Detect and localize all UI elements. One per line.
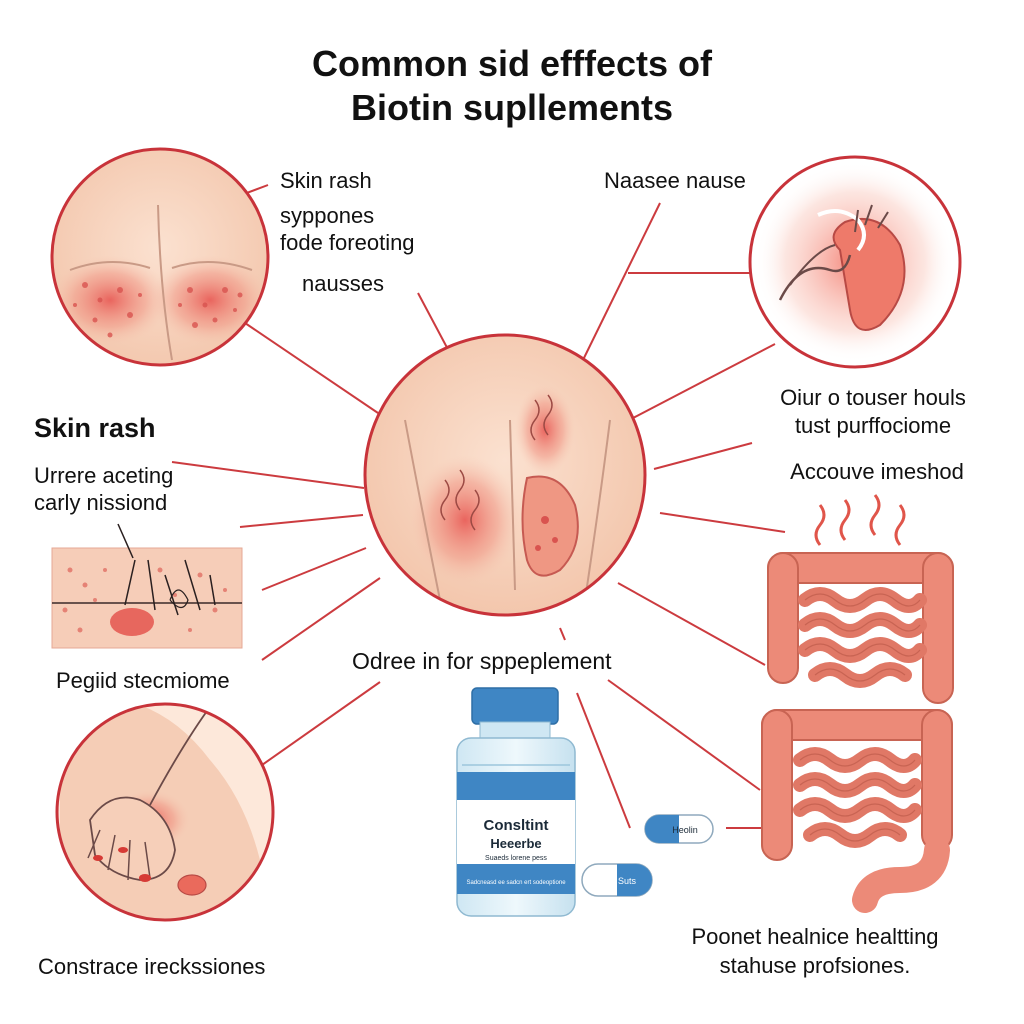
stomach-nausea-illustration bbox=[748, 155, 962, 369]
label-odree-in-for: Odree in for sppeplement bbox=[352, 648, 612, 674]
capsule-pill-2: Suts bbox=[581, 863, 653, 897]
label-skin-rash-top: Skin rash bbox=[280, 168, 372, 193]
label-accouve-imeshod: Accouve imeshod bbox=[790, 459, 964, 484]
label-tust-purffocaiome: tust purffociome bbox=[794, 413, 952, 438]
capsule-pill-1: Heolin bbox=[644, 814, 714, 844]
intestines-illustration bbox=[761, 494, 954, 913]
label-carly-nissiond: carly nissiond bbox=[34, 490, 168, 515]
label-skin-rash-left: Skin rash bbox=[34, 413, 156, 443]
label-poonet-line2: stahuse profsiones. bbox=[719, 953, 911, 978]
title-line-2: Biotin supllements bbox=[350, 87, 674, 128]
bottle-label-line2: Heeerbe bbox=[490, 836, 541, 851]
bottle-label-fine-print: Sadcneasd ee sadcn ert sodeoptione bbox=[466, 880, 566, 886]
bottle-label-line1: Consltint bbox=[484, 817, 549, 834]
label-oiur-touser: Oiur o touser houls bbox=[780, 385, 966, 410]
hand-rash-illustration bbox=[55, 702, 275, 922]
label-constrace: Constrace ireckssiones bbox=[38, 954, 266, 979]
label-naasee-nause: Naasee nause bbox=[604, 168, 746, 193]
label-fode-foreoting: fode foreoting bbox=[280, 230, 415, 255]
capsule-pill-2-label: Suts bbox=[618, 876, 637, 886]
connector-lines bbox=[171, 184, 786, 829]
supplement-bottle: Consltint Heeerbe Suaeds lorene pess Sad… bbox=[456, 687, 576, 917]
label-pegiid-stecmiome: Pegiid stecmiome bbox=[56, 668, 230, 693]
label-sypponies: syppones bbox=[280, 203, 375, 228]
label-poonet-line1: Poonet healnice healtting bbox=[691, 924, 939, 949]
bottle-label-line3: Suaeds lorene pess bbox=[485, 855, 547, 862]
label-urrere-aceting: Urrere aceting bbox=[34, 463, 174, 488]
label-nausses: nausses bbox=[302, 271, 384, 296]
torso-rash-illustration bbox=[363, 333, 647, 617]
skin-rash-back-illustration bbox=[50, 147, 270, 367]
title-line-1: Common sid efffects of bbox=[311, 43, 713, 84]
skin-patch-illustration bbox=[51, 523, 243, 649]
capsule-pill-1-label: Heolin bbox=[672, 825, 698, 835]
